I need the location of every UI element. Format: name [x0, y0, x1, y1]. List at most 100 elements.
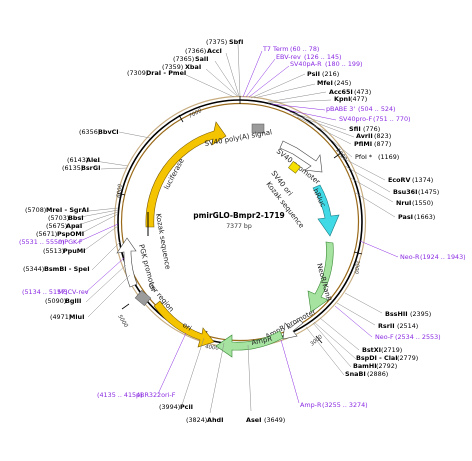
label-alei: AleI	[86, 156, 100, 164]
label-sv40pro-f-pos: (751 .. 770)	[373, 115, 411, 123]
label-sali: SalI	[195, 55, 208, 63]
label-drai-pos: (7309)	[127, 69, 148, 77]
label-pbr322ori-f: pBR322ori-F	[136, 391, 176, 399]
label-bbvci-pos: (6356)	[79, 128, 100, 136]
label-alei-pos: (6143)	[67, 156, 88, 164]
label-amp-r: Amp-R	[300, 401, 322, 409]
label-ahdi: AhdI	[207, 416, 223, 424]
ampr-promoter-feature	[282, 319, 304, 340]
label-nrui-pos: (1550)	[412, 199, 433, 207]
luciferase-feature	[145, 121, 227, 228]
label-pfoi: PfoI *	[355, 153, 372, 161]
label-neo-f-pos: (2534 .. 2553)	[395, 333, 441, 341]
label-rsrii-pos: (2514)	[397, 322, 418, 330]
label-acc65i: Acc65I	[329, 88, 353, 96]
label-pspomi-pos: (5671)	[36, 230, 57, 238]
cer-region-feature	[134, 289, 152, 307]
sv40-polya-feature	[251, 123, 265, 134]
label-ebvrev: EBV-rev	[276, 53, 301, 61]
label-pcii: PciI	[180, 403, 193, 411]
label-pfoi-pos: (1169)	[378, 153, 399, 161]
label-acci-pos: (7366)	[185, 47, 206, 55]
tick-5000: 5000	[116, 314, 129, 329]
label-sv40pa-r-pos: (180 .. 199)	[325, 60, 363, 68]
label-snabi: SnaBI	[345, 370, 366, 378]
label-ppumi: PpuMI	[63, 247, 86, 255]
label-rsrii: RsrII	[378, 322, 395, 330]
label-bsmbi: BsmBI - SpeI	[44, 265, 90, 273]
ampr-feature	[215, 330, 284, 358]
label-bsshii: BssHII	[385, 310, 408, 318]
label-sbfi-pos: (7375)	[206, 38, 227, 46]
label-sali-pos: (7365)	[173, 55, 194, 63]
label-bsmbi-pos: (5344)	[23, 265, 44, 273]
label-bbsi-pos: (5703)	[48, 214, 69, 222]
label-bstxi: BstXI	[362, 346, 381, 354]
label-snabi-pos: (2886)	[367, 370, 388, 378]
ori-feature	[153, 300, 215, 348]
label-avrii-pos: (823)	[374, 132, 391, 140]
label-bamhi-pos: (2792)	[376, 362, 397, 370]
label-sfii: SfiI	[349, 125, 361, 133]
label-mscv-rev: MSCV-rev	[58, 288, 89, 296]
label-mlui-pos: (4971)	[50, 313, 71, 321]
label-mrei-pos: (5708)	[25, 206, 46, 214]
label-bstxi-pos: (2719)	[381, 346, 402, 354]
label-neo-r-pos: (1924 .. 1943)	[420, 253, 466, 261]
hrluc-feature	[312, 184, 340, 237]
label-clai: BspDI - ClaI	[356, 354, 398, 362]
label-acci: AccI	[207, 47, 222, 55]
label-sbfi: SbfI	[229, 38, 243, 46]
label-mfei-pos: (245)	[334, 79, 351, 87]
label-amp-r-pos: (3255 .. 3274)	[322, 401, 368, 409]
tick-4000: 4000	[205, 344, 220, 352]
label-ppumi-pos: (5513)	[43, 247, 64, 255]
tick-6000: 6000	[116, 183, 124, 198]
label-bsu36i-pos: (1475)	[418, 188, 439, 196]
label-bglii-pos: (5090)	[45, 297, 66, 305]
label-mlui: MluI	[69, 313, 84, 321]
plasmid-title: pmirGLO-Bmpr2-1719	[193, 211, 285, 220]
sv40-ori-feature	[288, 161, 301, 174]
tick-2000: 2000	[353, 260, 360, 275]
label-asei-pos: (3649)	[264, 416, 285, 424]
ori-label: ori	[181, 321, 193, 333]
label-bamhi: BamHI	[353, 362, 377, 370]
label-xbai: XbaI	[185, 63, 201, 71]
pgk-promoter-feature	[116, 237, 138, 288]
label-pcii-pos: (3994)	[159, 403, 180, 411]
label-mpgk-f: mPGK-F	[58, 238, 83, 246]
label-pbr322ori-f-pos: (4135 .. 4154)	[97, 391, 143, 399]
label-t7term: T7 Term	[262, 45, 289, 53]
label-mpgk-f-pos: (5531 .. 5550)	[19, 238, 65, 246]
label-sfii-pos: (776)	[363, 125, 380, 133]
label-bbvci: BbvCI	[98, 128, 119, 136]
label-sv40pro-f: SV40pro-F	[339, 115, 372, 123]
label-acc65i-pos: (473)	[354, 88, 371, 96]
label-mfei: MfeI	[317, 79, 333, 87]
label-clai-pos: (2779)	[397, 354, 418, 362]
label-psii: PsiI	[307, 70, 320, 78]
label-pflmi-pos: (877)	[374, 140, 391, 148]
label-ecorv-pos: (1374)	[412, 176, 433, 184]
kozak2-label: Kozak sequence	[154, 213, 172, 270]
label-bglii: BglII	[65, 297, 81, 305]
label-bsrgi-pos: (6135)	[62, 164, 83, 172]
neor-feature	[307, 241, 334, 313]
sv40-promoter-feature	[279, 140, 323, 173]
label-pflmi: PflMI	[354, 140, 372, 148]
label-ahdi-pos: (3824)	[186, 416, 207, 424]
label-pbabe3: pBABE 3'	[326, 105, 355, 113]
label-bsshii-pos: (2395)	[410, 310, 431, 318]
label-xbai-pos: (7359)	[162, 63, 183, 71]
label-neo-f: Neo-F	[375, 333, 394, 341]
label-asei: AseI	[246, 416, 261, 424]
label-pspomi: PspOMI	[57, 230, 84, 238]
label-ebvrev-pos: (126 .. 145)	[304, 53, 342, 61]
label-psii-pos: (216)	[322, 70, 339, 78]
label-kpni: KpnI	[334, 95, 350, 103]
label-apai: ApaI	[66, 222, 82, 230]
label-mrei: MreI - SgrAI	[46, 206, 89, 214]
